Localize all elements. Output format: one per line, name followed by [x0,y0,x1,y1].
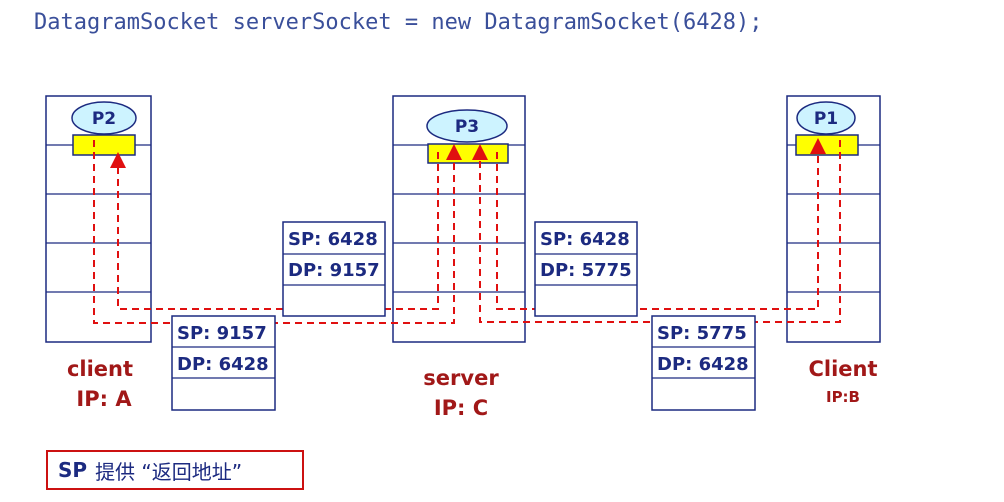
flow-server-to-a [110,152,439,310]
host-right-name: Client [808,357,877,381]
segment-right-upper: SP: 6428 DP: 5775 [534,221,638,317]
segment-dest-port: DP: 9157 [288,260,380,281]
segment-source-port: SP: 9157 [177,323,267,344]
host-left-ip: IP: A [76,387,132,411]
segment-source-port: SP: 6428 [288,229,378,250]
segment-left-upper: SP: 6428 DP: 9157 [282,221,386,317]
host-right-ip: IP:B [826,388,860,406]
segment-dest-port: DP: 6428 [657,354,749,375]
code-line: DatagramSocket serverSocket = new Datagr… [34,10,763,35]
segment-dest-port: DP: 5775 [540,260,632,281]
segment-right-lower: SP: 5775 DP: 6428 [651,315,756,411]
flow-server-to-b [496,138,826,310]
segment-dest-port: DP: 6428 [177,354,269,375]
process-left-label: P2 [92,109,116,129]
segment-source-port: SP: 6428 [540,229,630,250]
host-center-name: server [423,366,499,390]
socket-right [795,134,859,156]
socket-left [72,134,136,156]
host-center-ip: IP: C [434,396,488,420]
process-center-label: P3 [455,117,479,137]
process-right-label: P1 [814,109,838,129]
process-center: P3 [426,109,508,143]
process-left: P2 [71,101,137,135]
process-right: P1 [796,101,856,135]
flow-b-to-server [472,140,841,323]
note-box: SP 提供 “返回地址” [46,450,304,490]
segment-left-lower: SP: 9157 DP: 6428 [171,315,276,411]
note-text: 提供 “返回地址” [95,459,243,484]
host-left-name: client [67,357,133,381]
note-sp-label: SP [58,458,88,482]
segment-source-port: SP: 5775 [657,323,747,344]
